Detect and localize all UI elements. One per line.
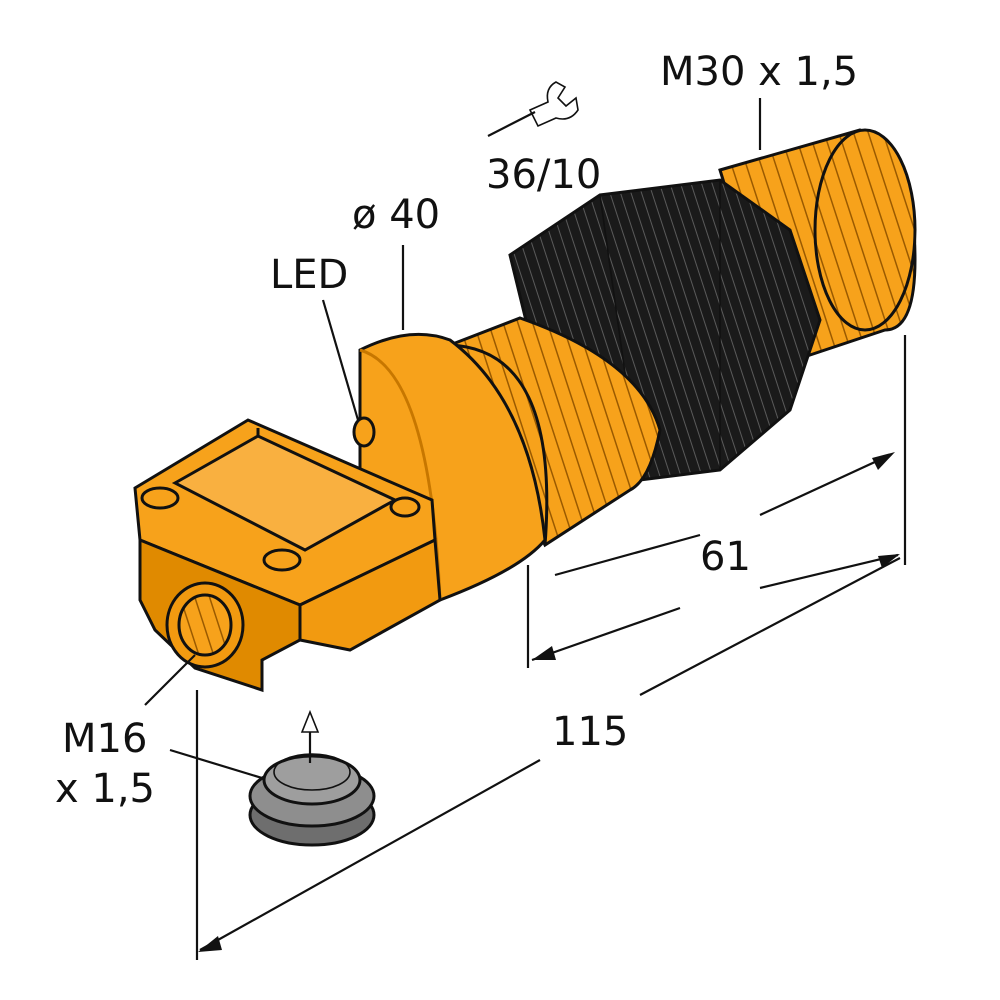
led-label: LED	[270, 252, 348, 298]
screw-icon	[262, 548, 302, 572]
diameter-label: ø 40	[352, 192, 440, 238]
screw-icon	[140, 486, 180, 510]
insert-arrow-icon	[300, 709, 320, 763]
connector-head	[133, 418, 442, 693]
screw-icon	[389, 496, 421, 518]
dim-115-label: 115	[552, 709, 628, 755]
thread-main-label: M30 x 1,5	[660, 49, 858, 95]
led-indicator	[352, 416, 376, 448]
rear-threaded-section	[447, 316, 662, 548]
thread-connector-label-1: M16	[62, 716, 147, 762]
wrench-icon	[487, 81, 579, 137]
thread-connector-label-2: x 1,5	[55, 766, 155, 812]
dimension-lines	[195, 335, 907, 960]
dim-61-label: 61	[700, 534, 751, 580]
wrench-size-label: 36/10	[486, 152, 601, 198]
protective-plug	[248, 753, 376, 847]
